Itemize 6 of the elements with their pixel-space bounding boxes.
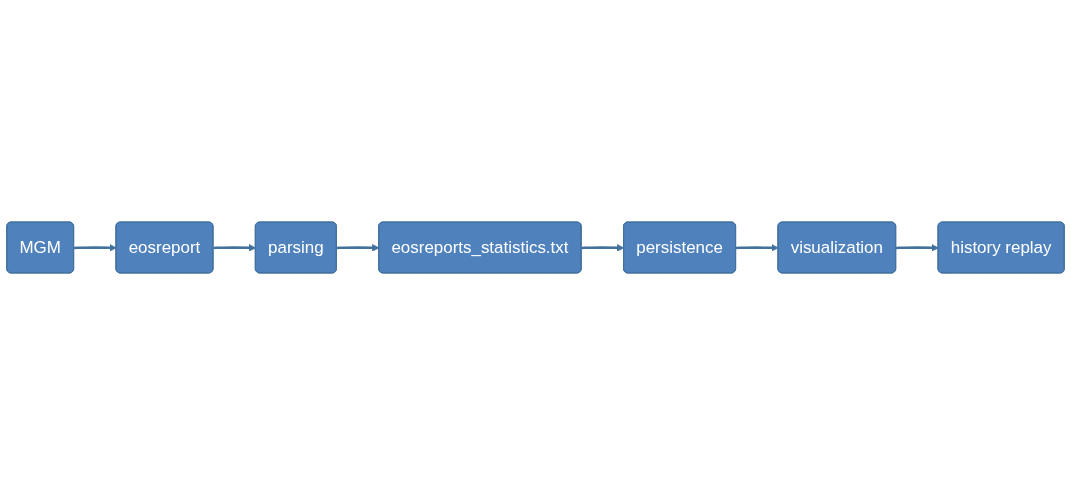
arrow — [581, 244, 625, 252]
arrow — [336, 244, 380, 252]
arrow — [74, 244, 117, 252]
arrow — [896, 244, 939, 252]
arrow — [213, 244, 257, 252]
arrow — [736, 244, 779, 252]
